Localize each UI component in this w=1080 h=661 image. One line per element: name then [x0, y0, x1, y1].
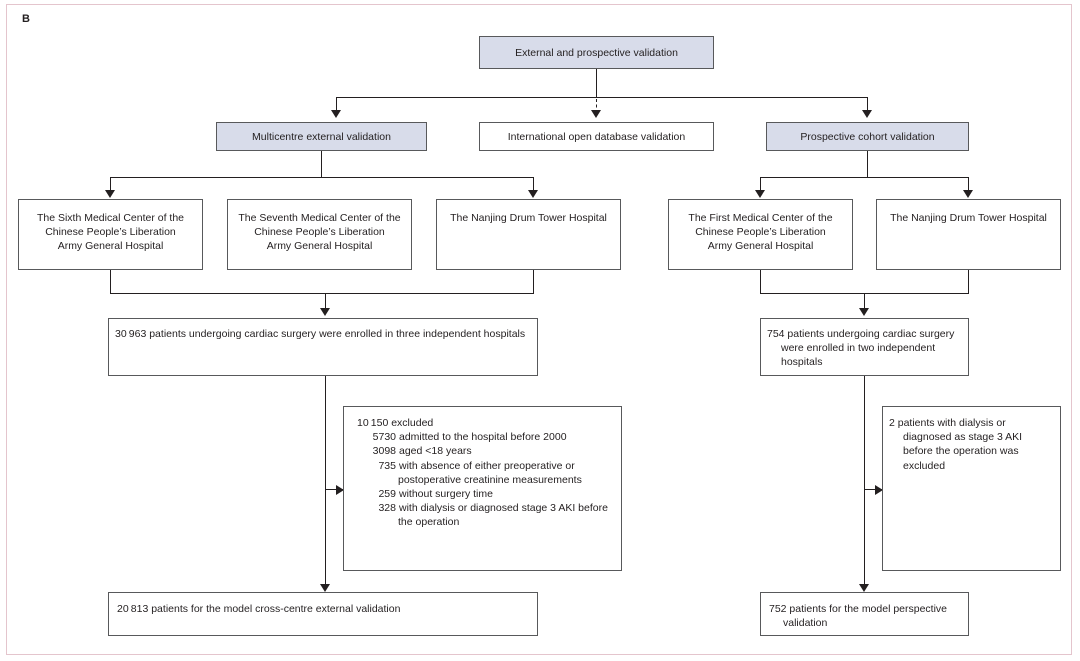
- arrowhead-to-excluded-left: [336, 485, 344, 495]
- connector-root-to-multicentre: [336, 97, 337, 113]
- hospital-first-line3: Army General Hospital: [707, 240, 814, 252]
- arrowhead-to-final-right: [859, 584, 869, 592]
- excluded-right-text: 2 patients with dialysis or diagnosed as…: [889, 417, 1023, 472]
- excluded-item-text: with dialysis or diagnosed stage 3 AKI b…: [398, 502, 608, 529]
- connector-prospective-left-drop: [760, 177, 761, 193]
- arrowhead-to-excluded-right: [875, 485, 883, 495]
- node-prospective[interactable]: Prospective cohort validation: [766, 122, 969, 151]
- hospital-first-line1: The First Medical Center of the: [688, 212, 833, 224]
- connector-hospital-nanjing-left-down: [533, 270, 534, 293]
- excluded-item-text: without surgery time: [399, 488, 493, 501]
- connector-hospital-first-down: [760, 270, 761, 293]
- connector-prospective-right-drop: [968, 177, 969, 193]
- arrowhead-to-prospective: [862, 110, 872, 118]
- connector-multicentre-right-drop: [533, 177, 534, 193]
- arrowhead-to-hospital-sixth: [105, 190, 115, 198]
- connector-left-spine: [325, 376, 326, 588]
- connector-hospital-nanjing-right-down: [968, 270, 969, 293]
- node-root[interactable]: External and prospective validation: [479, 36, 714, 69]
- arrowhead-to-hospital-nanjing-left: [528, 190, 538, 198]
- node-multicentre-label: Multicentre external validation: [252, 131, 391, 143]
- enrolled-right-text: 754 patients undergoing cardiac surgery …: [767, 328, 955, 369]
- connector-right-merge-stem: [864, 293, 865, 311]
- connector-left-merge-bar: [110, 293, 534, 294]
- node-root-label: External and prospective validation: [515, 47, 678, 59]
- arrowhead-to-multicentre: [331, 110, 341, 118]
- arrowhead-to-international: [591, 110, 601, 118]
- hospital-sixth-line2: Chinese People’s Liberation: [45, 226, 176, 238]
- excluded-item-count: 735: [378, 459, 396, 472]
- excluded-item-count: 3098: [372, 445, 396, 458]
- node-hospital-first[interactable]: The First Medical Center of the Chinese …: [668, 199, 853, 270]
- node-final-right[interactable]: 752 patients for the model perspective v…: [760, 592, 969, 636]
- hospital-seventh-line3: Army General Hospital: [266, 240, 373, 252]
- hospital-sixth-line3: Army General Hospital: [57, 240, 164, 252]
- connector-left-merge-stem: [325, 293, 326, 311]
- hospital-seventh-line1: The Seventh Medical Center of the: [238, 212, 401, 224]
- node-hospital-nanjing-right[interactable]: The Nanjing Drum Tower Hospital: [876, 199, 1061, 270]
- node-final-left[interactable]: 20 813 patients for the model cross-cent…: [108, 592, 538, 636]
- connector-left-exclusion-branch: [325, 489, 343, 490]
- hospital-nanjing-left-line1: The Nanjing Drum Tower Hospital: [450, 212, 607, 224]
- connector-root-to-prospective: [867, 97, 868, 113]
- excluded-item-count: 328: [378, 502, 396, 515]
- connector-root-stem: [596, 69, 597, 97]
- connector-multicentre-stem: [321, 151, 322, 177]
- excluded-left-title: 10 150 excluded: [357, 417, 434, 429]
- hospital-sixth-line1: The Sixth Medical Center of the: [36, 212, 185, 224]
- node-excluded-right[interactable]: 2 patients with dialysis or diagnosed as…: [882, 406, 1061, 571]
- node-international[interactable]: International open database validation: [479, 122, 714, 151]
- connector-prospective-bar: [760, 177, 968, 178]
- final-right-text: 752 patients for the model perspective v…: [769, 603, 948, 630]
- hospital-first-line2: Chinese People’s Liberation: [695, 226, 826, 238]
- excluded-item-text: aged <18 years: [399, 445, 472, 458]
- arrowhead-to-hospital-first: [755, 190, 765, 198]
- enrolled-left-text: 30 963 patients undergoing cardiac surge…: [115, 328, 526, 340]
- excluded-item-text: with absence of either preoperative or p…: [398, 459, 582, 486]
- panel-letter: B: [22, 13, 31, 25]
- connector-hospital-sixth-down: [110, 270, 111, 293]
- excluded-item-count: 5730: [372, 431, 396, 444]
- node-hospital-nanjing-left[interactable]: The Nanjing Drum Tower Hospital: [436, 199, 621, 270]
- figure-frame: [6, 4, 1072, 655]
- node-multicentre[interactable]: Multicentre external validation: [216, 122, 427, 151]
- hospital-nanjing-right-line1: The Nanjing Drum Tower Hospital: [890, 212, 1047, 224]
- node-international-label: International open database validation: [507, 131, 686, 143]
- connector-right-spine: [864, 376, 865, 588]
- connector-multicentre-left-drop: [110, 177, 111, 193]
- arrowhead-to-final-left: [320, 584, 330, 592]
- arrowhead-to-hospital-nanjing-right: [963, 190, 973, 198]
- hospital-seventh-line2: Chinese People’s Liberation: [254, 226, 385, 238]
- connector-multicentre-bar: [110, 177, 533, 178]
- node-enrolled-left[interactable]: 30 963 patients undergoing cardiac surge…: [108, 318, 538, 376]
- final-left-text: 20 813 patients for the model cross-cent…: [117, 603, 401, 615]
- connector-root-bar: [336, 97, 867, 98]
- node-prospective-label: Prospective cohort validation: [800, 131, 935, 143]
- node-enrolled-right[interactable]: 754 patients undergoing cardiac surgery …: [760, 318, 969, 376]
- connector-root-to-international-dashed: [596, 99, 597, 113]
- node-hospital-seventh[interactable]: The Seventh Medical Center of the Chines…: [227, 199, 412, 270]
- connector-right-exclusion-branch: [864, 489, 882, 490]
- node-hospital-sixth[interactable]: The Sixth Medical Center of the Chinese …: [18, 199, 203, 270]
- arrowhead-to-enrolled-left: [320, 308, 330, 316]
- excluded-item-text: admitted to the hospital before 2000: [399, 431, 567, 444]
- arrowhead-to-enrolled-right: [859, 308, 869, 316]
- excluded-item-count: 259: [378, 488, 396, 501]
- connector-prospective-stem: [867, 151, 868, 177]
